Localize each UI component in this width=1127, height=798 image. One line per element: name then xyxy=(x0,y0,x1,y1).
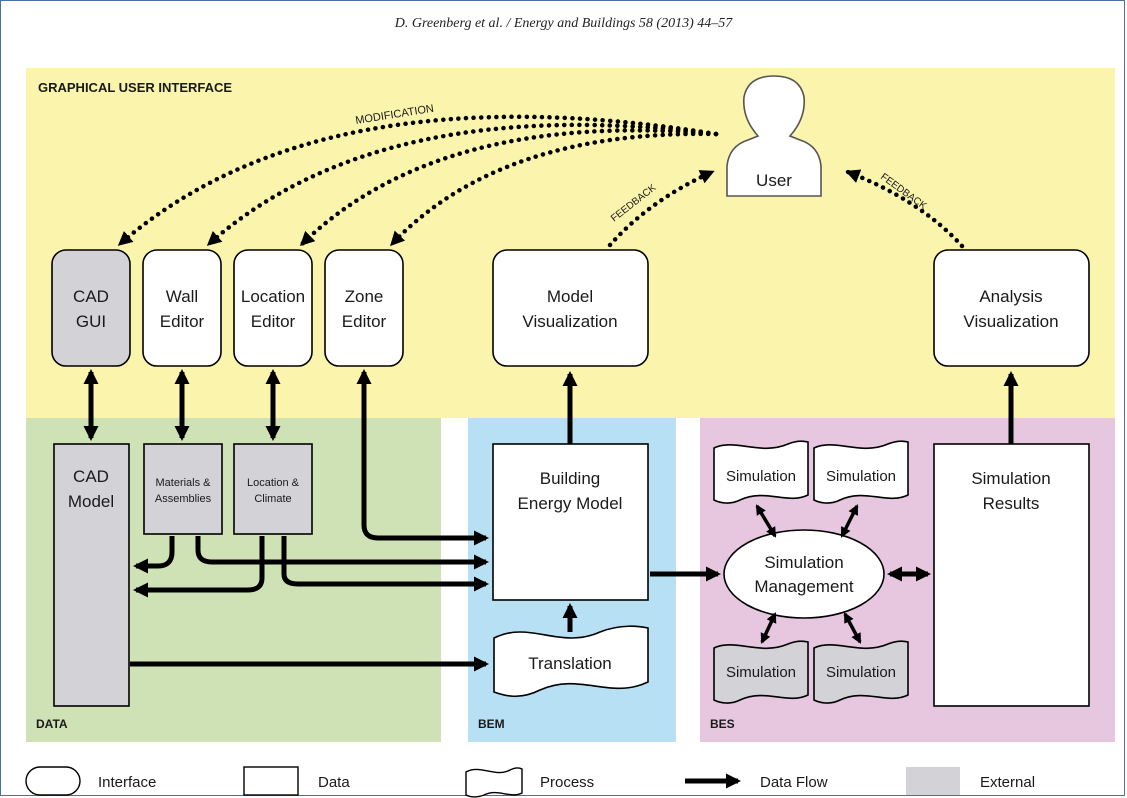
flow-zone-editor-bem xyxy=(356,369,489,546)
modification-arrow-cad-gui xyxy=(117,114,719,247)
simulation-label-top-right: Simulation xyxy=(826,468,896,485)
modification-arrow-wall-editor xyxy=(206,122,719,247)
legend-data-swatch xyxy=(243,766,299,796)
interface-analysis-visualization: Analysis Visualization xyxy=(933,249,1090,367)
interface-zone-editor: Zone Editor xyxy=(324,249,404,367)
analysis-vis-line2: Visualization xyxy=(963,312,1058,331)
flow-climate-cad-model xyxy=(133,536,265,598)
sim-results-line2: Results xyxy=(983,494,1040,513)
wall-editor-line1: Wall xyxy=(166,287,198,306)
user-label: User xyxy=(756,171,792,190)
flow-sim-bl-management xyxy=(760,612,777,644)
materials-line2: Assemblies xyxy=(155,493,212,505)
model-vis-line1: Model xyxy=(547,287,593,306)
bem-region-label: BEM xyxy=(478,717,505,731)
sim-results-line1: Simulation xyxy=(971,469,1050,488)
process-simulation-bottom-right: Simulation xyxy=(813,640,909,704)
legend-interface-label: Interface xyxy=(98,774,156,791)
process-translation: Translation xyxy=(493,625,649,698)
feedback-arrow-model-vis xyxy=(607,169,715,248)
modification-arrows xyxy=(117,114,965,249)
legend-data-flow-label: Data Flow xyxy=(760,774,828,791)
data-simulation-results: Simulation Results xyxy=(933,443,1090,707)
data-cad-model: CAD Model xyxy=(53,443,130,707)
interface-model-visualization: Model Visualization xyxy=(492,249,649,367)
data-location-climate: Location & Climate xyxy=(233,443,313,535)
modification-arrow-location-editor xyxy=(299,128,719,247)
flow-sim-br-management xyxy=(843,612,862,644)
process-simulation-top-left: Simulation xyxy=(713,440,809,504)
bes-region-label: BES xyxy=(710,717,735,731)
cad-model-line2: Model xyxy=(68,492,114,511)
location-climate-line2: Climate xyxy=(254,493,291,505)
data-materials-assemblies: Materials & Assemblies xyxy=(143,443,223,535)
legend-process-label: Process xyxy=(540,774,594,791)
flow-materials-cad-model xyxy=(133,536,175,574)
sim-management-line2: Management xyxy=(754,577,854,596)
bem-line2: Energy Model xyxy=(518,494,623,513)
interface-cad-gui: CAD GUI xyxy=(51,249,131,367)
sim-management-line1: Simulation xyxy=(764,553,843,572)
modification-arrow-zone-editor xyxy=(389,131,719,247)
process-simulation-management: Simulation Management xyxy=(723,529,885,619)
zone-editor-line2: Editor xyxy=(342,312,387,331)
interface-wall-editor: Wall Editor xyxy=(142,249,222,367)
simulation-label-bottom-right: Simulation xyxy=(826,664,896,681)
simulation-label-bottom-left: Simulation xyxy=(726,664,796,681)
simulation-label-top-left: Simulation xyxy=(726,468,796,485)
zone-editor-line1: Zone xyxy=(345,287,384,306)
flow-sim-tl-management xyxy=(755,504,777,538)
legend-interface-swatch xyxy=(25,766,81,796)
model-vis-line2: Visualization xyxy=(522,312,617,331)
analysis-vis-line1: Analysis xyxy=(979,287,1042,306)
cad-gui-line2: GUI xyxy=(76,312,106,331)
location-editor-line2: Editor xyxy=(251,312,296,331)
wall-editor-line2: Editor xyxy=(160,312,205,331)
data-region-label: DATA xyxy=(36,717,68,731)
legend-data-label: Data xyxy=(318,774,350,791)
location-climate-line1: Location & xyxy=(247,477,300,489)
materials-line1: Materials & xyxy=(155,477,211,489)
legend: Interface Data Process Data Flow Externa… xyxy=(25,766,1035,798)
process-simulation-top-right: Simulation xyxy=(813,440,909,504)
legend-external-swatch xyxy=(906,767,960,795)
bem-line1: Building xyxy=(540,469,601,488)
legend-process-swatch xyxy=(465,767,523,798)
cad-gui-line1: CAD xyxy=(73,287,109,306)
citation-header: D. Greenberg et al. / Energy and Buildin… xyxy=(394,16,733,31)
user-icon xyxy=(726,75,822,197)
data-building-energy-model: Building Energy Model xyxy=(492,443,649,601)
translation-label: Translation xyxy=(528,654,611,673)
flow-climate-bem xyxy=(281,536,489,592)
location-editor-line1: Location xyxy=(241,287,305,306)
flow-sim-tr-management xyxy=(840,504,859,538)
data-flow-arrows xyxy=(83,369,1019,672)
gui-region-label: GRAPHICAL USER INTERFACE xyxy=(38,80,232,95)
cad-model-line1: CAD xyxy=(73,467,109,486)
flow-materials-bem xyxy=(195,536,489,570)
legend-external-label: External xyxy=(980,774,1035,791)
interface-location-editor: Location Editor xyxy=(233,249,313,367)
feedback-arrow-analysis-vis xyxy=(845,169,965,249)
process-simulation-bottom-left: Simulation xyxy=(713,640,809,704)
